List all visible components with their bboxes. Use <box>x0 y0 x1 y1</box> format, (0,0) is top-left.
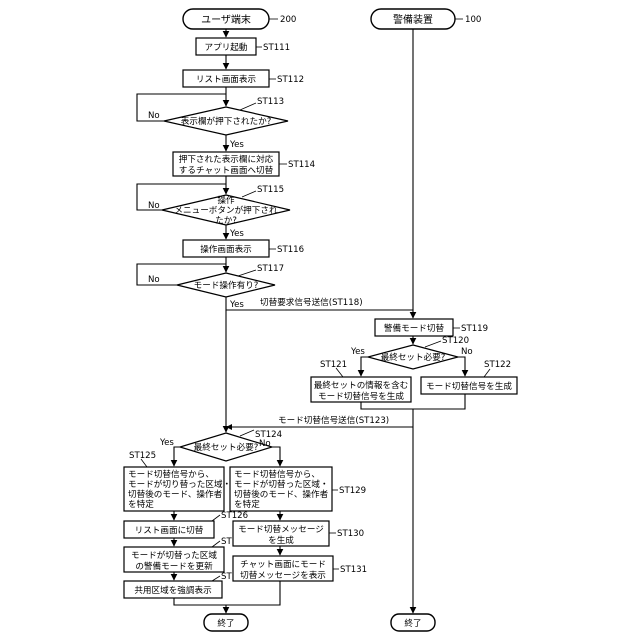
st115-line3: たか? <box>215 215 237 226</box>
st113-yes-label: Yes <box>229 140 244 150</box>
st129-line3: 切替後のモード、操作者 <box>234 488 329 500</box>
st115-yes-label: Yes <box>229 229 244 239</box>
st115-line1: 操作 <box>217 194 235 206</box>
st122-text: モード切替信号を生成 <box>426 380 512 392</box>
st117-label: ST117 <box>257 264 284 274</box>
st111-label: ST111 <box>263 43 290 53</box>
st117-no-label: No <box>148 275 160 285</box>
st123-arrowhead <box>226 424 232 430</box>
left-merge <box>174 598 226 605</box>
st114-line2: するチャット画面へ切替 <box>179 164 274 176</box>
st121-merge <box>361 402 413 409</box>
st112-text: リスト画面表示 <box>196 73 257 85</box>
st129-line2: モードが切替った区域・ <box>234 478 329 490</box>
st131-label: ST131 <box>340 565 367 575</box>
st124-no-arrow <box>272 447 280 466</box>
st113-label: ST113 <box>257 97 284 107</box>
st117-text: モード操作有り? <box>194 279 259 291</box>
st125-line2: モードが切り替った区域・ <box>128 478 231 490</box>
st124-yes-label: Yes <box>159 438 174 448</box>
st119-text: 警備モード切替 <box>384 322 445 334</box>
st112-label: ST112 <box>277 75 304 85</box>
st121-line2: モード切替信号を生成 <box>318 390 404 402</box>
st115-no-label: No <box>148 201 160 211</box>
st111-text: アプリ起動 <box>205 42 248 53</box>
st120-no-label: No <box>461 347 473 357</box>
security-device-ref: 100 <box>465 15 481 25</box>
st129-line4: を特定 <box>234 498 260 510</box>
st130-line1: モード切替メッセージ <box>238 523 324 535</box>
st114-line1: 押下された表示欄に対応 <box>179 153 274 165</box>
st123-label: モード切替信号送信(ST123) <box>278 414 389 426</box>
st125-line3: 切替後のモード、操作者 <box>128 488 223 500</box>
st122-merge <box>413 394 465 409</box>
st129-label: ST129 <box>339 486 366 496</box>
st127-line1: モードが切替った区域 <box>131 549 217 561</box>
st122-label: ST122 <box>484 360 511 370</box>
st120-label: ST120 <box>442 336 469 346</box>
st116-label: ST116 <box>277 245 304 255</box>
st126-text: リスト画面に切替 <box>135 524 204 536</box>
st120-no-arrow <box>458 357 465 376</box>
st119-label: ST119 <box>461 324 488 334</box>
end-label-left: 終了 <box>217 617 234 629</box>
st115-line2: メニューボタンが押下され <box>174 204 278 216</box>
end-label-right: 終了 <box>404 617 421 629</box>
st120-yes-label: Yes <box>350 347 365 357</box>
st117-yes-label: Yes <box>229 300 244 310</box>
st121-line1: 最終セットの情報を含む <box>314 379 409 391</box>
right-merge <box>226 581 280 605</box>
user-terminal-title: ユーザ端末 <box>201 13 251 26</box>
st128-text: 共用区域を強調表示 <box>134 584 212 596</box>
st113-text: 表示欄が押下されたか? <box>181 115 272 127</box>
user-terminal-ref: 200 <box>280 15 296 25</box>
st130-label: ST130 <box>337 529 364 539</box>
st129-line1: モード切替信号から、 <box>234 468 320 480</box>
st120-text: 最終セット必要? <box>381 351 446 363</box>
st113-no-label: No <box>148 111 160 121</box>
st126-label: ST126 <box>221 511 248 521</box>
st125-label: ST125 <box>129 451 156 461</box>
st125-line4: を特定 <box>128 498 154 510</box>
st114-label: ST114 <box>288 160 315 170</box>
st124-yes-arrow <box>174 447 180 466</box>
st118-label: 切替要求信号送信(ST118) <box>260 296 363 308</box>
st124-no-label: No <box>259 439 271 449</box>
st124-text: 最終セット必要? <box>194 441 259 453</box>
st127-line2: の警備モードを更新 <box>135 560 213 572</box>
st131-line2: 切替メッセージを表示 <box>240 569 326 581</box>
st120-yes-arrow <box>361 357 368 376</box>
st116-text: 操作画面表示 <box>200 243 252 255</box>
st131-line1: チャット画面にモード <box>240 559 326 570</box>
security-device-title: 警備装置 <box>393 13 433 26</box>
st125-line1: モード切替信号から、 <box>128 468 214 480</box>
st130-line2: を生成 <box>268 534 294 546</box>
st115-label: ST115 <box>257 185 284 195</box>
st121-label: ST121 <box>320 360 347 370</box>
